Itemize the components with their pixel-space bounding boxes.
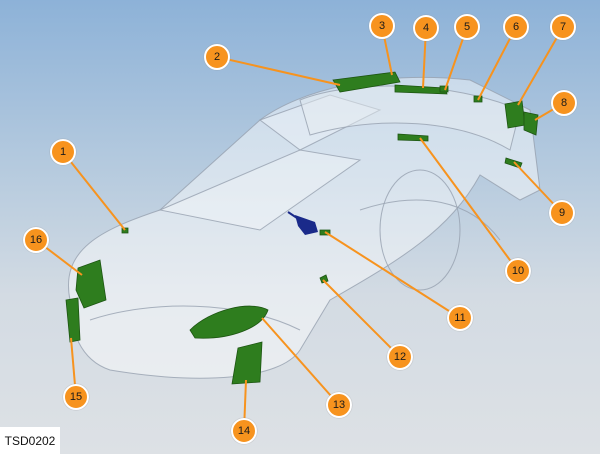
component-12 <box>319 274 329 284</box>
leader-lines <box>35 25 565 432</box>
component-14 <box>231 341 263 385</box>
component-3-4 <box>394 84 448 95</box>
callout-9: 9 <box>549 200 575 226</box>
component-7 <box>504 100 526 129</box>
callout-13: 13 <box>326 392 352 418</box>
callout-6: 6 <box>503 14 529 40</box>
callout-14: 14 <box>231 418 257 444</box>
diagram-reference-label: TSD0202 <box>0 427 60 454</box>
callout-2: 2 <box>204 44 230 70</box>
callout-10: 10 <box>505 258 531 284</box>
callout-15: 15 <box>63 384 89 410</box>
steering-column-switch <box>287 211 318 235</box>
component-2 <box>332 71 401 93</box>
callout-5: 5 <box>454 14 480 40</box>
callout-1: 1 <box>50 139 76 165</box>
callout-11: 11 <box>447 305 473 331</box>
callout-4: 4 <box>413 15 439 41</box>
component-8 <box>523 111 539 136</box>
callout-12: 12 <box>387 344 413 370</box>
component-15 <box>65 297 81 343</box>
component-13 <box>189 305 269 339</box>
component-16 <box>75 259 107 309</box>
callout-3: 3 <box>369 13 395 39</box>
callout-16: 16 <box>23 227 49 253</box>
callout-8: 8 <box>551 90 577 116</box>
callout-7: 7 <box>550 14 576 40</box>
